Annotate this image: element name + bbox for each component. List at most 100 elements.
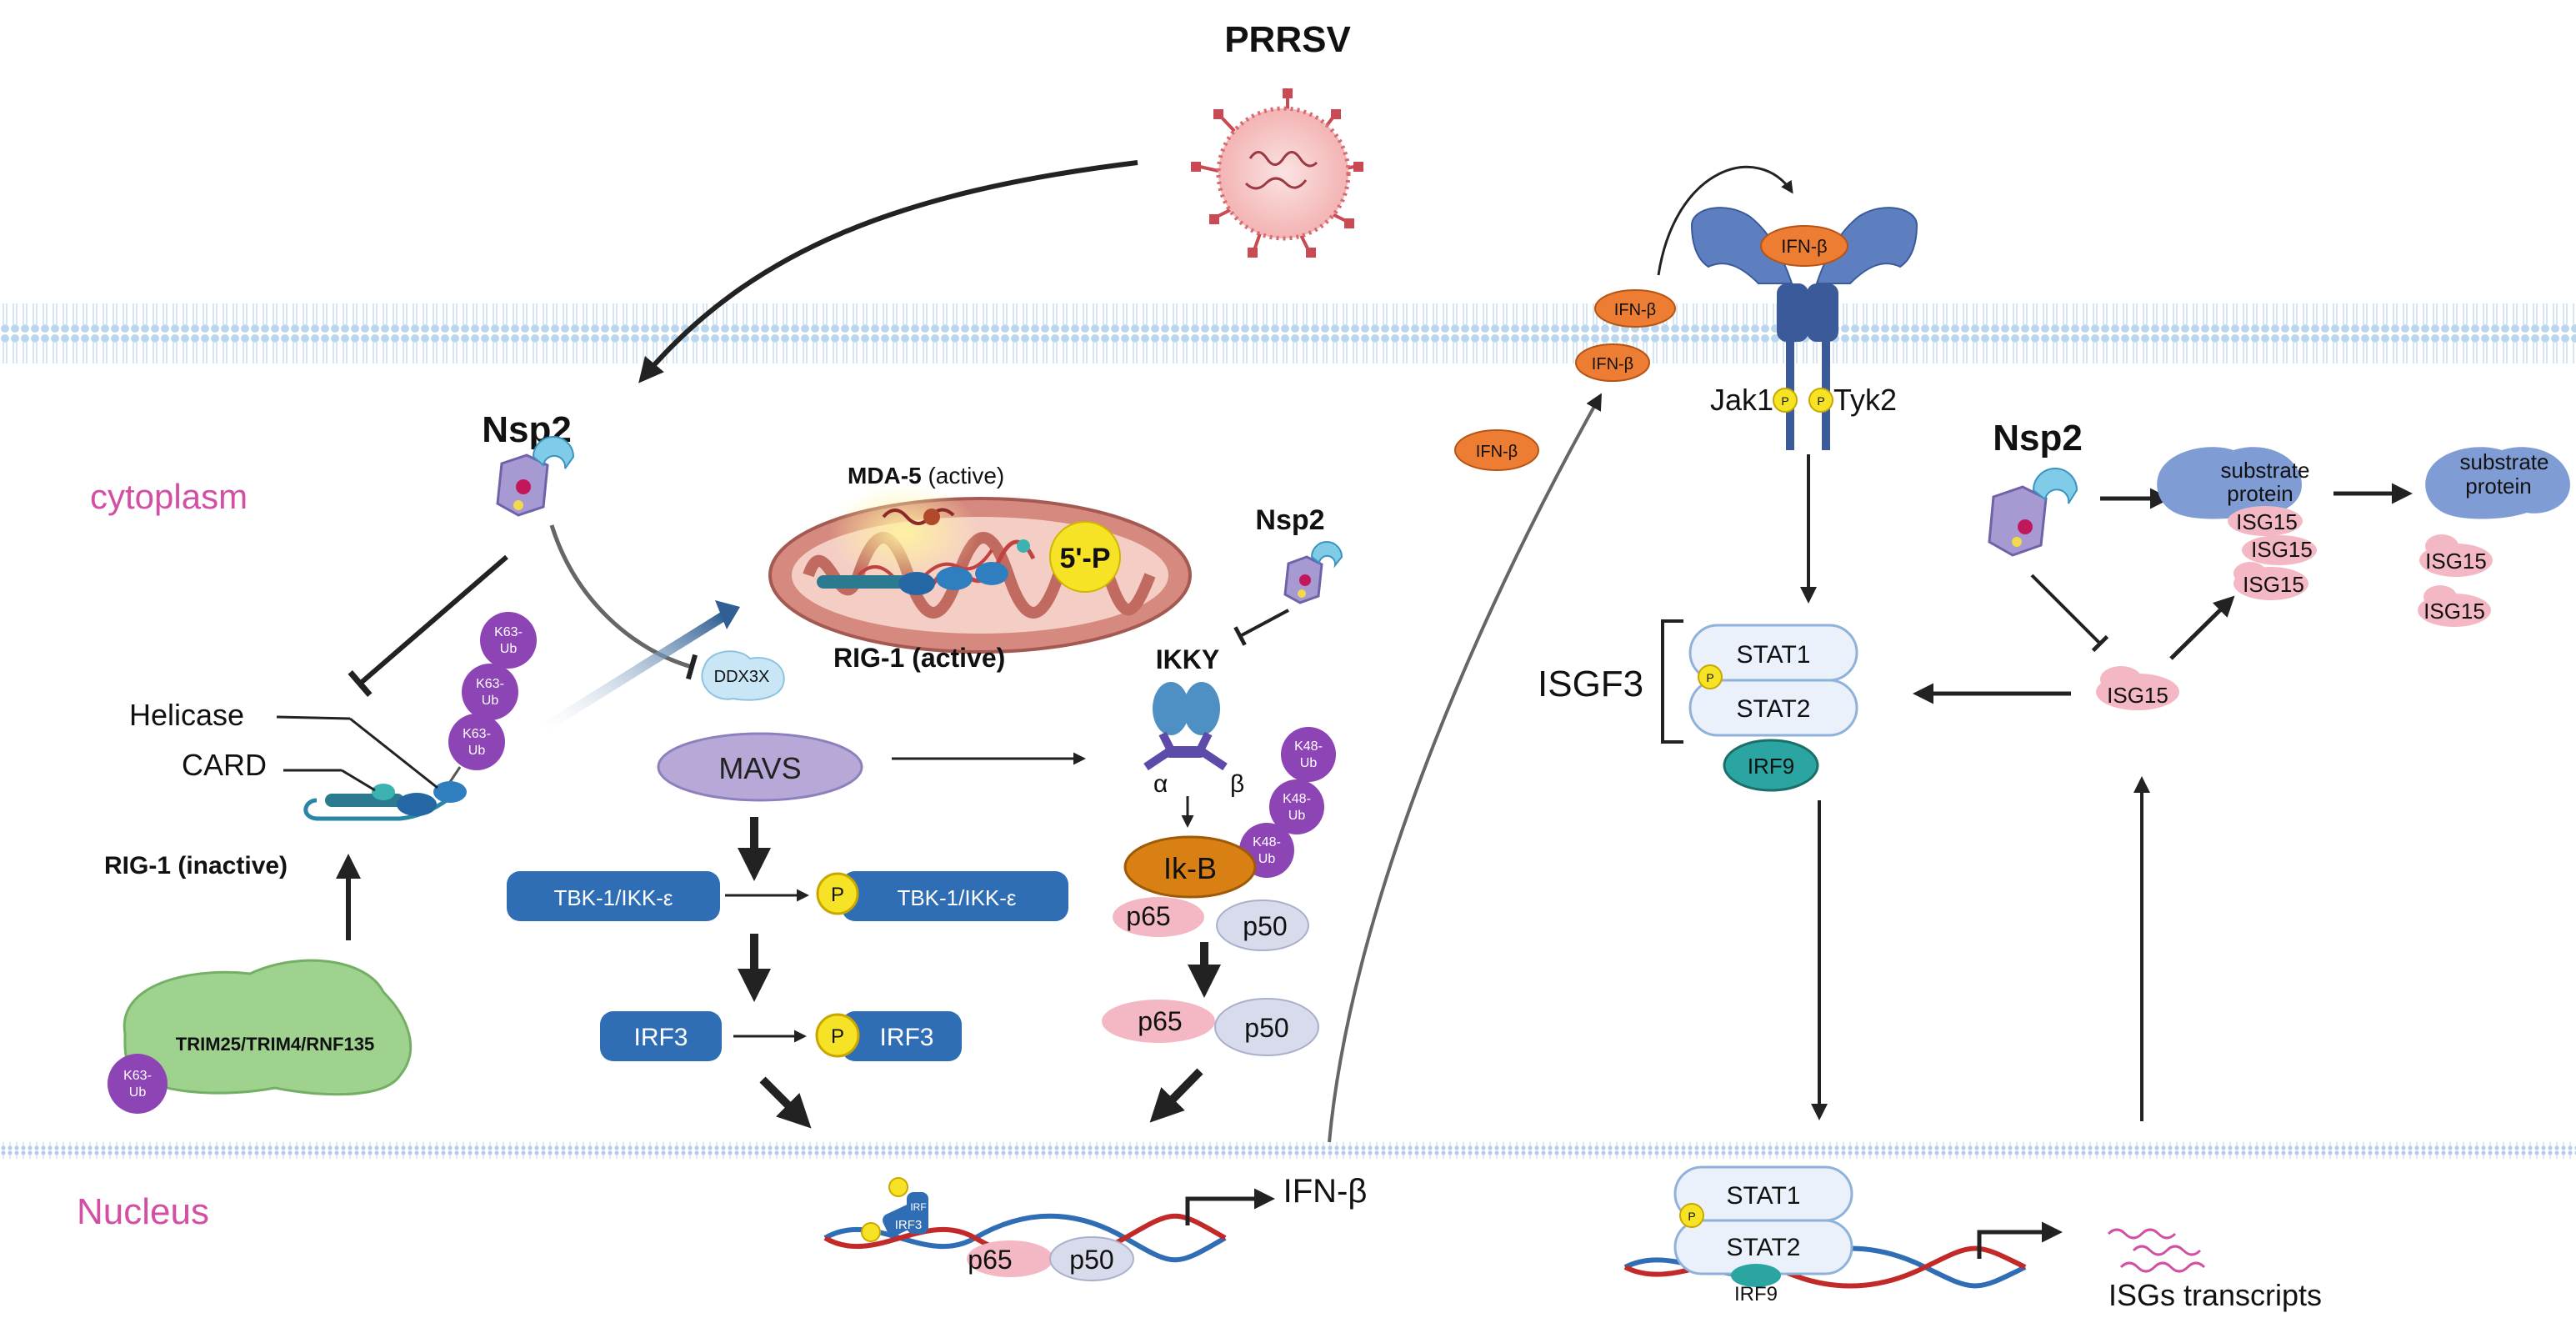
- trim-k63-ub-a: K63-: [123, 1069, 152, 1083]
- isg-transcripts-label: ISGs transcripts: [2108, 1278, 2322, 1312]
- isg15-conjugation-arrow: [2169, 595, 2235, 660]
- isg15-conj-1: ISG15: [2236, 509, 2298, 534]
- isgf3-label: ISGF3: [1538, 664, 1643, 704]
- nuc-stat-phospho-icon: [1679, 1203, 1704, 1228]
- rig1-inactive-label: RIG-1 (inactive): [104, 852, 288, 879]
- jak1-phospho-label: P: [1781, 394, 1788, 408]
- helicase-label: Helicase: [129, 698, 244, 732]
- virus-to-nsp2-arrow: [638, 160, 1138, 383]
- p65-lower-label: p65: [1138, 1006, 1182, 1036]
- ifnb-receptor-label: IFN-β: [1781, 236, 1827, 257]
- isg15-released-2: ISG15: [2423, 599, 2485, 624]
- isg15-released-icons: [2418, 534, 2493, 627]
- irf3-dimer-dna-icon: [861, 1177, 928, 1242]
- helicase-pointer-a: [276, 715, 351, 720]
- p65-upper-label: p65: [1126, 901, 1170, 931]
- ddx3x-label: DDX3X: [714, 668, 770, 686]
- mda5-bold: MDA-5: [848, 463, 922, 489]
- ifnb-transcription-arrow: [1185, 1188, 1275, 1225]
- nuc-stat2-label: STAT2: [1727, 1234, 1801, 1261]
- substrate-right-line1: substrate: [2460, 449, 2549, 474]
- mda5-label: MDA-5 (active): [848, 463, 1004, 489]
- prrsv-label: PRRSV: [1224, 19, 1351, 60]
- substrate-right-line2: protein: [2465, 474, 2532, 499]
- nucleus-label: Nucleus: [77, 1191, 209, 1232]
- k48-ub-top-b: Ub: [1300, 756, 1318, 770]
- nsp2-right-label: Nsp2: [1993, 418, 2083, 459]
- k63-ub-mid-a: K63-: [476, 677, 504, 691]
- nsp2-right-icon: [1988, 468, 2078, 557]
- prrsv-virus-icon: [1191, 88, 1363, 258]
- irf3-p-label: IRF3: [879, 1024, 933, 1051]
- p50-lower-label: p50: [1244, 1013, 1288, 1043]
- stat-phospho-label: P: [1706, 671, 1713, 684]
- alpha-label: α: [1153, 770, 1168, 798]
- irf3-to-nucleus-arrow: [759, 1076, 812, 1129]
- jak1-phospho-icon: [1773, 388, 1798, 413]
- tyk2-phospho-icon: [1808, 388, 1833, 413]
- nsp2-inhibit-isg15: [2030, 574, 2109, 653]
- irf9-label: IRF9: [1748, 754, 1794, 779]
- tyk2-phospho-label: P: [1817, 394, 1824, 408]
- nsp2-left-icon: [496, 436, 575, 517]
- irf9-icon: [1723, 739, 1819, 792]
- stat2-label: STAT2: [1737, 695, 1811, 723]
- tbk1-box: [507, 871, 720, 921]
- p65-dna-icon: [967, 1240, 1053, 1277]
- trim-k63-ub-icon: [108, 1054, 168, 1114]
- rig1-activation-arrow: [538, 610, 728, 734]
- irf3-phospho-icon: [815, 1013, 860, 1058]
- substrate-protein-mid-icon: [2157, 447, 2302, 519]
- irf3-dna-small-label: IRF3: [895, 1218, 923, 1232]
- irf3-phospho-label: P: [831, 1025, 844, 1048]
- isg15-conj-3: ISG15: [2243, 572, 2304, 597]
- ifnb-secretion-arrow: [1328, 393, 1602, 1143]
- p50-dna-icon: [1049, 1236, 1134, 1281]
- k48-ub-top-a: K48-: [1294, 739, 1323, 754]
- trim25-label: TRIM25/TRIM4/RNF135: [176, 1034, 374, 1055]
- ifnb-receptor-bound: [1760, 225, 1848, 267]
- isg15-released-1: ISG15: [2425, 549, 2487, 574]
- stat1-label: STAT1: [1737, 641, 1811, 669]
- nsp2-mid-label: Nsp2: [1255, 504, 1324, 536]
- k63-ub-mid-b: Ub: [482, 694, 499, 708]
- p65-upper-icon: [1113, 897, 1204, 937]
- tbk1-phospho-icon: [816, 872, 859, 915]
- isg-transcripts-icon: [2107, 1228, 2206, 1273]
- irf3-label: IRF3: [633, 1024, 688, 1051]
- ifnb-oval-2: [1575, 343, 1650, 382]
- p50-dna-label: p50: [1069, 1245, 1113, 1275]
- rig1-active-label: RIG-1 (active): [833, 643, 1005, 673]
- k63-ub-bot-b: Ub: [468, 744, 486, 758]
- five-p-label: 5'-P: [1060, 543, 1111, 574]
- rig1-activation-arrowhead: [715, 600, 740, 629]
- nsp2-inhibit-ddx3x: [549, 524, 698, 680]
- k48-ub-bot-a: K48-: [1253, 835, 1281, 849]
- irf3-box: [600, 1011, 722, 1061]
- nuclear-membrane: [0, 1142, 2576, 1159]
- mda5-rig1-active-icon: [817, 508, 1036, 595]
- mda5-rest: (active): [922, 463, 1005, 489]
- p50-lower-icon: [1214, 998, 1319, 1056]
- isg15-free-icon: [2096, 666, 2179, 710]
- cytoplasm-label: cytoplasm: [90, 477, 248, 516]
- ifnb-oval-3: [1454, 429, 1539, 471]
- nuc-irf9-icon: [1731, 1264, 1781, 1287]
- p65-lower-icon: [1102, 1000, 1215, 1043]
- ikb-label: Ik-B: [1163, 851, 1217, 885]
- isg15-conjugated-icons: [2228, 506, 2317, 600]
- tbk1-phospho-label: P: [831, 884, 844, 906]
- substrate-mid-line1: substrate: [2221, 458, 2310, 483]
- beta-label: β: [1230, 770, 1244, 798]
- substrate-mid-line2: protein: [2227, 481, 2293, 506]
- nfkb-to-nucleus-arrow: [1149, 1068, 1203, 1123]
- card-label: CARD: [182, 748, 267, 782]
- trim25-complex-icon: [123, 959, 413, 1096]
- tbk1-label: TBK-1/IKK-ε: [553, 885, 673, 910]
- tbk1-p-box: [842, 871, 1068, 921]
- card-pointer-b: [341, 769, 376, 792]
- mavs-label: MAVS: [718, 751, 801, 785]
- nuc-stat1-label: STAT1: [1727, 1182, 1801, 1210]
